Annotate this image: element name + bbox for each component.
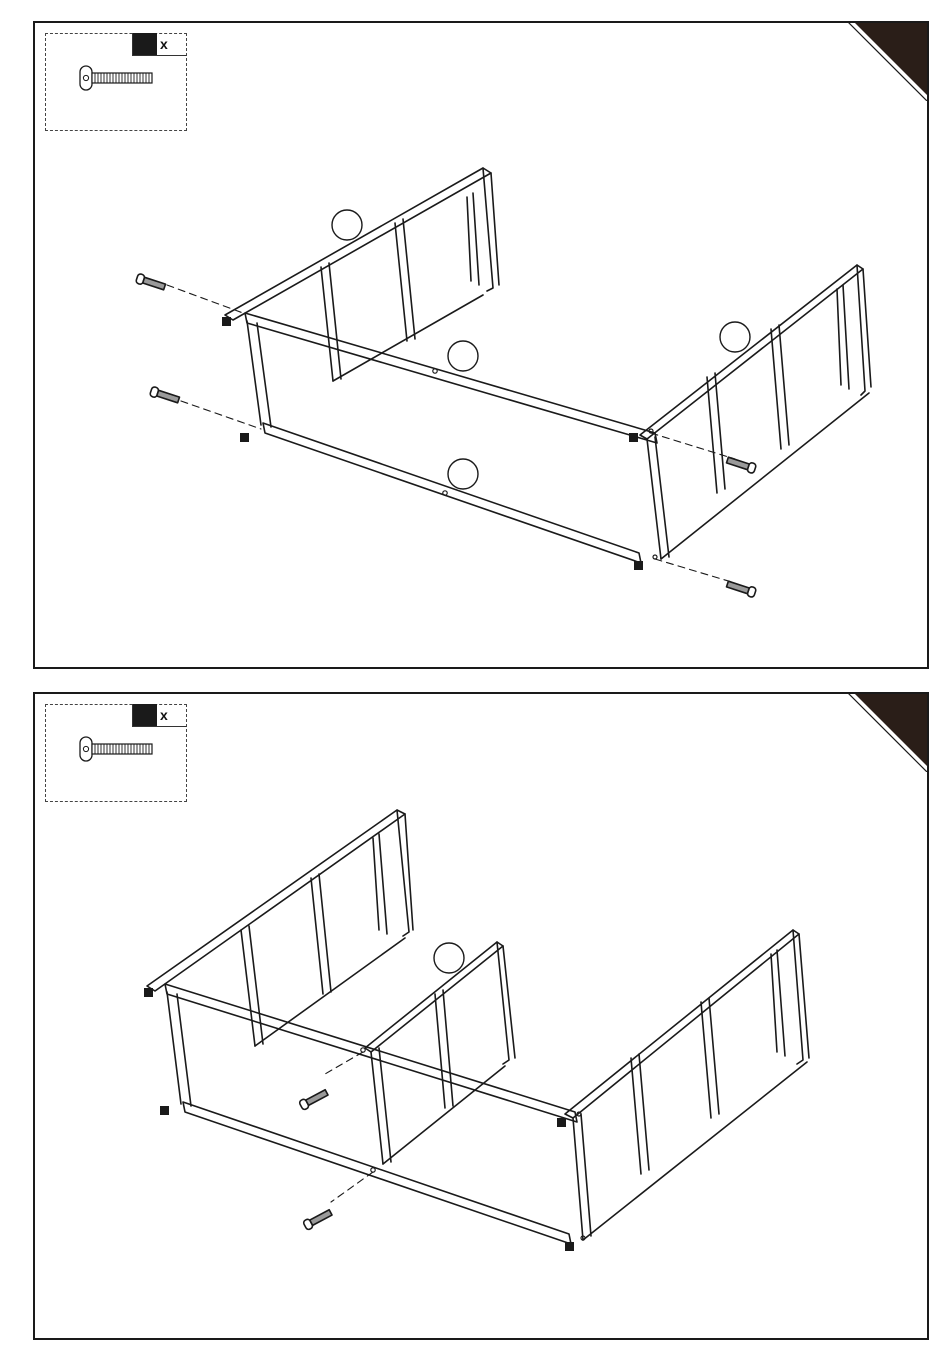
callout-circle	[332, 210, 750, 489]
bolt-icon	[299, 1088, 329, 1110]
bolt-icon	[726, 455, 757, 473]
callout-circle	[434, 943, 464, 973]
end-frame-left	[147, 810, 413, 1046]
bolt-icon	[726, 579, 757, 597]
long-rails	[165, 984, 577, 1244]
bolt-icon	[135, 273, 166, 291]
step-panel-1: x	[33, 21, 929, 669]
step-panel-2: x	[33, 692, 929, 1340]
alignment-lines	[325, 1052, 373, 1202]
bolt-icon	[303, 1208, 333, 1230]
bolt-icon	[149, 386, 180, 404]
end-frame-right	[640, 265, 871, 559]
assembly-drawing-2	[35, 694, 929, 1340]
end-frame-right	[565, 930, 809, 1240]
alignment-lines	[167, 285, 735, 583]
assembly-drawing-1	[35, 23, 929, 669]
